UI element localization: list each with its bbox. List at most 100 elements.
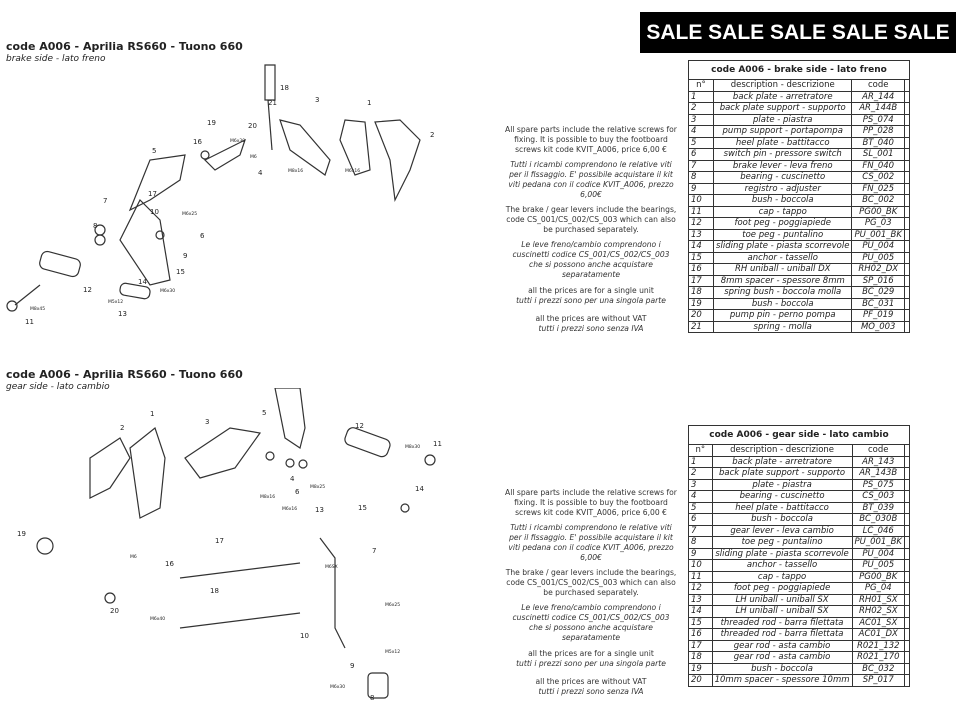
col-code: code [851,444,906,457]
part-code: AR_143B [851,467,906,480]
part-extra [903,274,911,287]
part-description: switch pin - pressore switch [712,148,853,161]
diagram-callout: M6x40 [150,616,165,622]
part-description: 10mm spacer - spessore 10mm [711,674,853,687]
diagram-callout: 4 [290,475,295,483]
diagram-callout: 8 [370,694,374,702]
diagram-callout: M6x30 [160,288,175,294]
part-code: BT_039 [851,501,906,514]
part-description: bush - boccola [712,297,853,310]
part-code: SL_001 [851,148,905,161]
diagram-callout: 11 [25,318,34,326]
part-extra [904,478,910,491]
part-description: bearing - cuscinetto [711,490,853,503]
part-code: PG00_BK [851,570,906,583]
part-extra [904,467,910,480]
part-description: anchor - tassello [711,559,853,572]
part-description: plate - piastra [711,478,853,491]
note-bearings: The brake / gear levers include the bear… [505,568,677,597]
part-description: toe peg - puntalino [712,228,853,241]
part-code: PU_004 [851,547,906,560]
note-single-unit: all the prices are for a single unit [528,286,654,295]
part-code: PF_019 [851,309,905,322]
part-number: 5 [688,136,714,149]
part-code: SP_016 [851,274,905,287]
part-description: back plate support - supporto [711,467,853,480]
diagram-callout: 15 [176,268,185,276]
part-code: AR_143 [851,455,906,468]
part-number: 12 [688,217,714,230]
part-extra [904,524,910,537]
part-description: bearing - cuscinetto [712,171,853,184]
note-screws-it: Tutti i ricambi comprendono le relative … [508,523,674,562]
part-description: cap - tappo [712,205,853,218]
part-extra [904,582,910,595]
diagram-callout: 11 [433,440,442,448]
part-code: PG_03 [851,217,905,230]
part-description: back plate - arretratore [712,90,853,103]
diagram-callout: 3 [315,96,319,104]
part-number: 11 [688,205,714,218]
part-code: LC_046 [851,524,906,537]
diagram-callout: 14 [415,485,424,493]
part-description: threaded rod - barra filettata [711,628,853,641]
part-extra [903,320,911,333]
diagram-callout: 6 [295,488,300,496]
diagram-callout: M5x12 [108,299,123,305]
part-description: registro - adjuster [712,182,853,195]
part-code: MO_003 [851,320,905,333]
part-code: PS_075 [851,478,906,491]
diagram-callout: 5 [152,147,156,155]
part-extra [903,240,911,253]
gear-section-subtitle: gear side - lato cambio [6,382,110,392]
diagram-callout: 10 [150,208,159,216]
col-desc: description - descrizione [711,444,853,457]
brake-parts-table: code A006 - brake side - lato freno n°de… [688,60,911,333]
part-extra [903,251,911,264]
part-number: 3 [688,478,713,491]
part-number: 2 [688,467,713,480]
part-number: 13 [688,593,713,606]
part-description: gear rod - asta cambio [711,639,853,652]
note-single-unit-it: tutti i prezzi sono per una singola part… [516,296,666,305]
diagram-callout: 2 [120,424,124,432]
part-number: 16 [688,628,713,641]
part-extra [904,559,910,572]
part-extra [903,297,911,310]
part-number: 1 [688,90,714,103]
diagram-callout: M6 [250,154,257,160]
note-vat-it: tutti i prezzi sono senza IVA [538,687,644,696]
part-extra [903,90,911,103]
diagram-callout: 16 [193,138,202,146]
part-description: back plate support - supporto [712,102,853,115]
part-code: PU_005 [851,559,906,572]
part-number: 14 [688,605,713,618]
note-bearings-it: Le leve freno/cambio comprendono i cusci… [512,240,670,279]
part-number: 17 [688,274,714,287]
part-description: bush - boccola [712,194,853,207]
diagram-callout: 8 [93,222,97,230]
part-code: BC_029 [851,286,905,299]
part-extra [903,194,911,207]
part-number: 19 [688,662,713,675]
part-extra [904,616,910,629]
part-code: RH02_SX [851,605,906,618]
diagram-callout: M6x25 [182,211,197,217]
brake-section-title: code A006 - Aprilia RS660 - Tuono 660 [6,40,243,53]
gear-section-title: code A006 - Aprilia RS660 - Tuono 660 [6,368,243,381]
